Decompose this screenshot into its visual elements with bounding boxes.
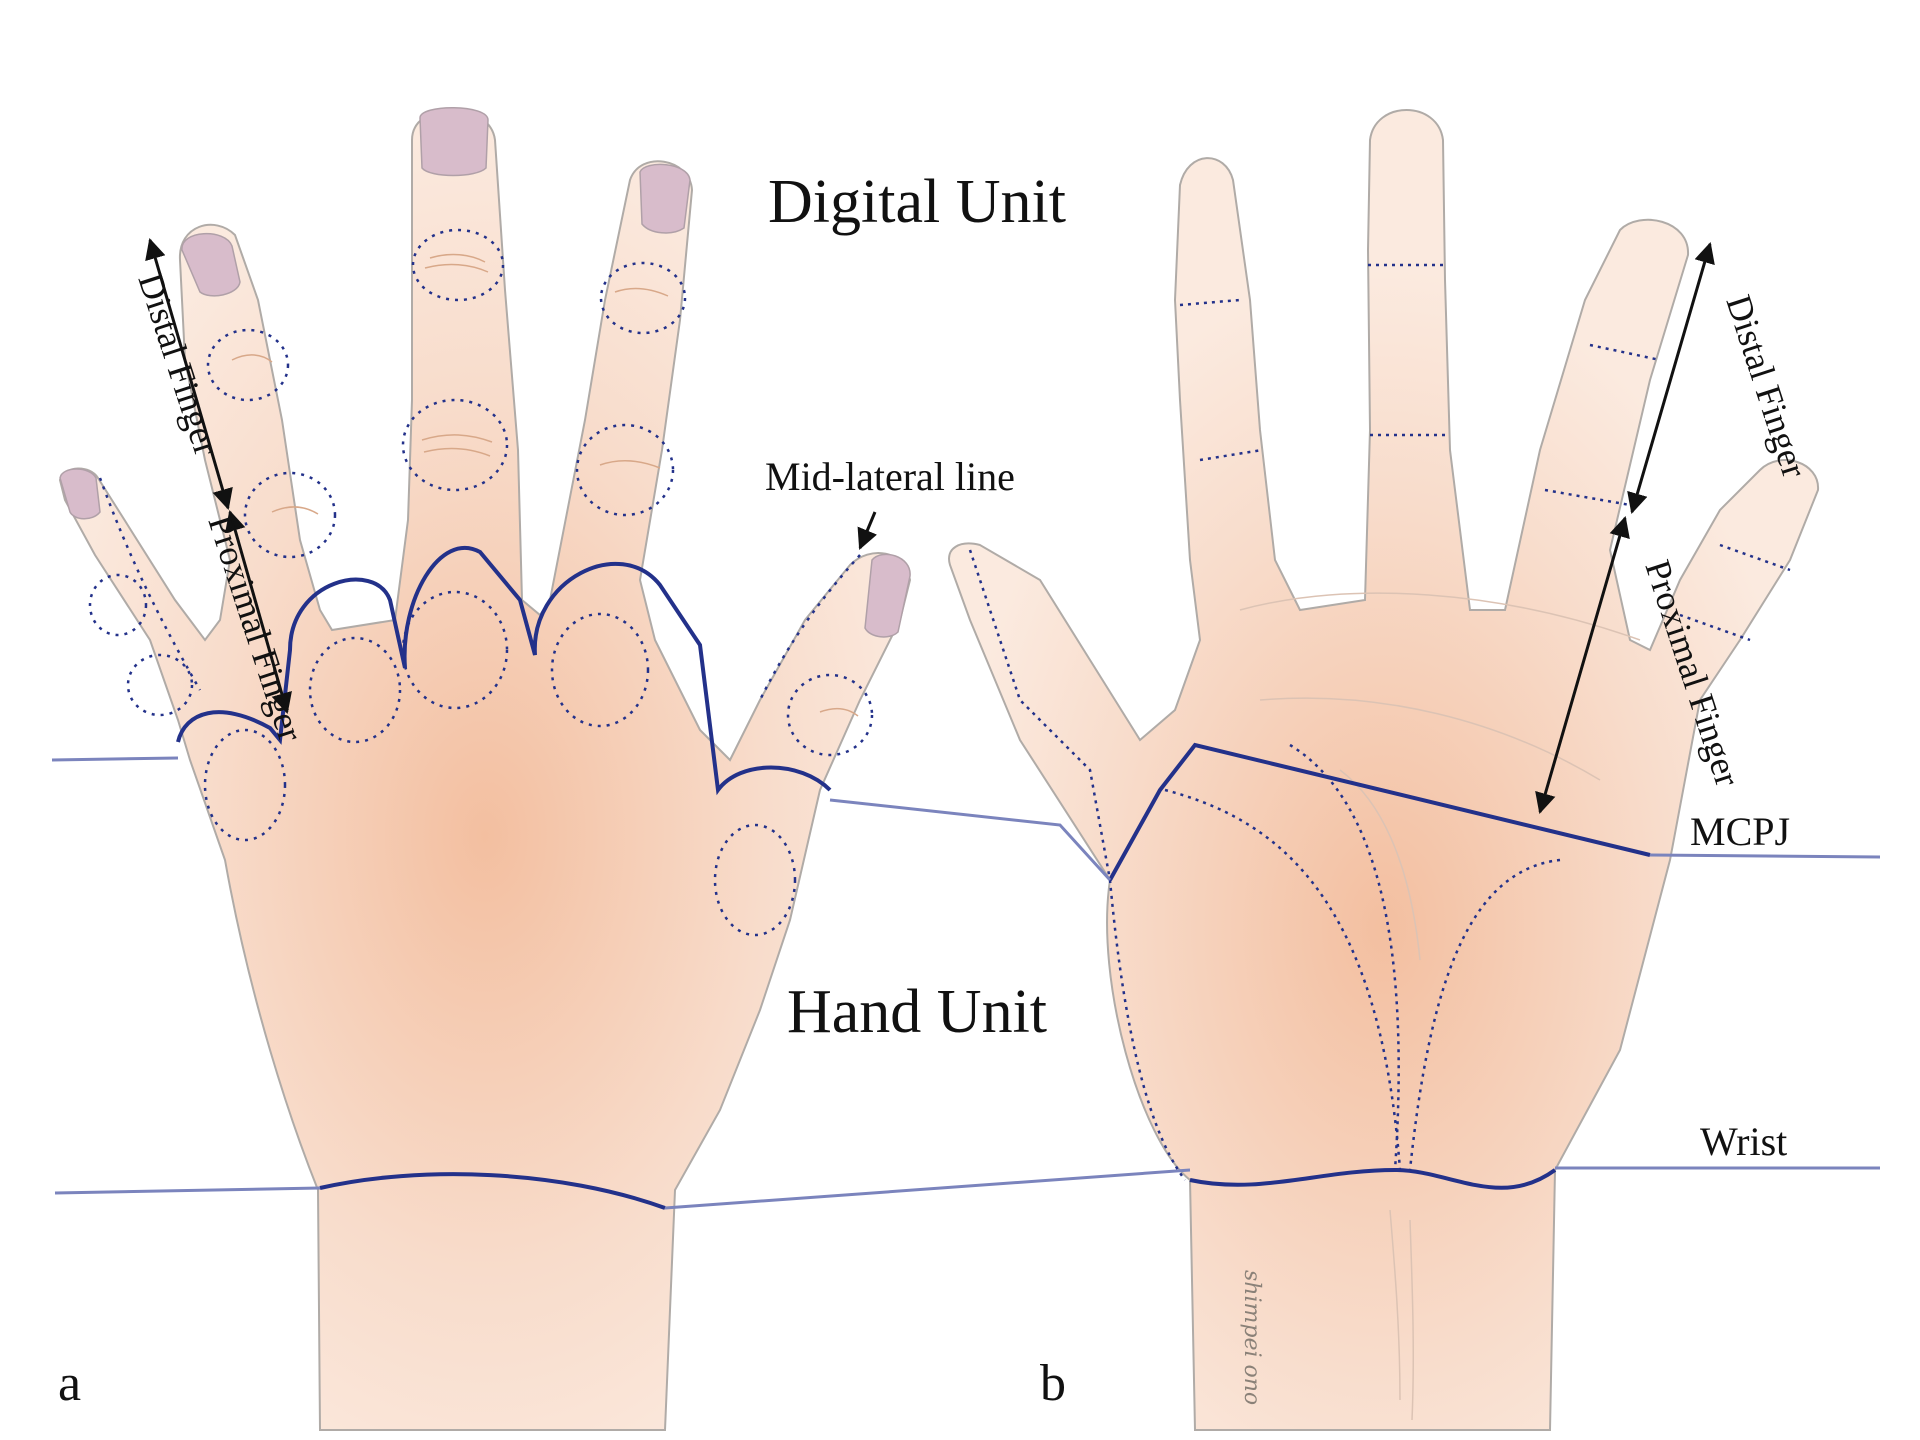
knuckle-little-pip bbox=[126, 653, 194, 717]
hand-unit-label: Hand Unit bbox=[787, 978, 1047, 1046]
dorsal-wrist-border bbox=[319, 1172, 666, 1210]
knuckle-little-dip bbox=[88, 573, 148, 637]
crease-index-distal bbox=[1179, 298, 1241, 307]
dorsal-unit-border bbox=[176, 545, 832, 796]
mcpj-guide-middle bbox=[829, 798, 1112, 882]
distal-finger-label-b: Distal Finger bbox=[1718, 290, 1814, 482]
nail-little bbox=[59, 468, 101, 520]
thumb-mid-lateral-dotted bbox=[968, 549, 1112, 881]
panel-b-label: b bbox=[1040, 1355, 1066, 1412]
palmar-finger-creases bbox=[968, 263, 1791, 1181]
dorsal-hand-figure bbox=[58, 107, 912, 1431]
nail-ring bbox=[639, 163, 691, 234]
arrow-mid-lateral bbox=[857, 511, 877, 550]
wrist-guide-left bbox=[54, 1186, 321, 1195]
measurement-arrows bbox=[145, 237, 1715, 815]
mcpj-guide-left bbox=[51, 756, 179, 762]
arrow-proximal-finger-b bbox=[1535, 515, 1630, 815]
palmar-mcpj-border bbox=[1108, 742, 1651, 881]
arrow-distal-finger-b bbox=[1627, 241, 1715, 515]
knuckle-thumb-ip bbox=[786, 673, 874, 757]
palm-thenar-dotted bbox=[1108, 879, 1187, 1181]
knuckle-thumb-mcp bbox=[713, 823, 797, 937]
mcpj-guide-right bbox=[1649, 853, 1881, 859]
palm-curve-dotted-2 bbox=[1289, 743, 1400, 1171]
nail-middle bbox=[419, 107, 489, 177]
palm-curve-dotted-1 bbox=[1164, 788, 1402, 1171]
mid-lateral-dotted-little bbox=[98, 477, 202, 691]
arrow-proximal-finger-a bbox=[225, 509, 292, 715]
knuckle-middle-dip bbox=[411, 228, 505, 302]
mid-lateral-line-label: Mid-lateral line bbox=[765, 454, 1015, 499]
nail-thumb bbox=[864, 553, 911, 638]
wrist-guide-middle bbox=[664, 1168, 1191, 1210]
arrow-distal-finger-a bbox=[145, 237, 233, 511]
knuckle-ring-pip bbox=[575, 423, 675, 517]
mid-lateral-dotted-thumb bbox=[758, 554, 861, 701]
panel-a-label: a bbox=[58, 1355, 81, 1412]
knuckle-mcp-little bbox=[203, 728, 287, 842]
wrist-label: Wrist bbox=[1700, 1119, 1787, 1164]
knuckle-middle-pip bbox=[401, 398, 509, 492]
crease-index-proximal bbox=[1199, 448, 1263, 462]
palmar-wrist-border bbox=[1189, 1167, 1557, 1190]
artist-signature: shimpei ono bbox=[1239, 1270, 1264, 1405]
palmar-hand-silhouette bbox=[948, 109, 1820, 1431]
knuckle-ring-dip bbox=[599, 261, 687, 335]
palm-curve-dotted-3 bbox=[1408, 858, 1561, 1171]
digital-unit-label: Digital Unit bbox=[768, 168, 1066, 236]
mcpj-label: MCPJ bbox=[1690, 809, 1790, 854]
palmar-hand-figure bbox=[948, 109, 1820, 1431]
guide-lines bbox=[51, 756, 1881, 1210]
knuckle-mcp-ring bbox=[550, 612, 650, 728]
knuckle-mcp-index bbox=[308, 636, 402, 744]
